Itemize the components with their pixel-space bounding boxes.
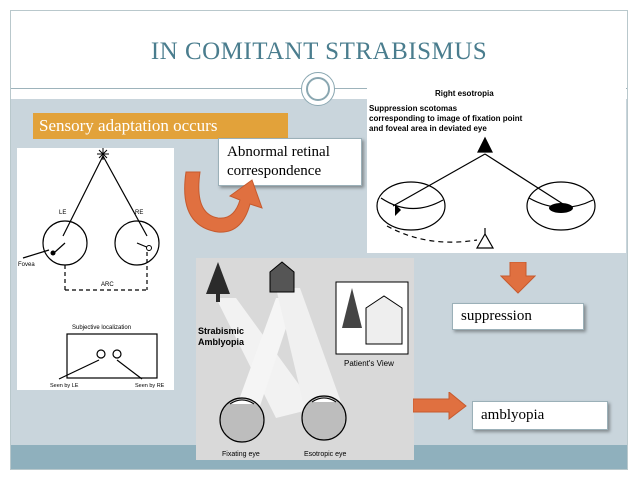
amblyopia-photo-label: Amblyopia: [198, 337, 245, 347]
arc-diagram-panel: LE RE Fovea ARC Subjective localization …: [17, 148, 174, 390]
curved-arrow-icon: [184, 171, 263, 233]
esotropic-eye-label: Esotropic eye: [304, 451, 347, 458]
strabismic-label: Strabismic: [198, 326, 244, 336]
patients-view-label: Patient's View: [344, 359, 394, 368]
scotoma-line-2: corresponding to image of fixation point: [369, 114, 523, 123]
esotropia-diagram-panel: Right esotropia Suppression scotomas cor…: [367, 88, 626, 253]
right-arrow-icon: [413, 392, 467, 420]
abnormal-retinal-correspondence-label: Abnormal retinal correspondence: [218, 138, 362, 186]
arc-label: ARC: [101, 282, 114, 288]
re-label: RE: [135, 210, 143, 216]
amblyopia-photo-panel: Strabismic Amblyopia Patient's View Fixa…: [196, 258, 414, 460]
seen-by-le-label: Seen by LE: [50, 383, 79, 389]
right-esotropia-heading: Right esotropia: [435, 89, 494, 98]
fixating-eye-label: Fixating eye: [222, 451, 260, 458]
seen-by-re-label: Seen by RE: [135, 383, 165, 389]
le-label: LE: [59, 210, 66, 216]
esotropia-diagram: Right esotropia Suppression scotomas cor…: [369, 89, 596, 249]
down-arrow-icon: [500, 262, 536, 294]
fovea-label: Fovea: [18, 262, 35, 268]
subjective-label: Subjective localization: [72, 325, 131, 331]
sensory-adaptation-banner: Sensory adaptation occurs: [33, 113, 288, 139]
scotoma-line-3: and foveal area in deviated eye: [369, 124, 487, 133]
ring-ornament-icon: [301, 72, 335, 106]
scotoma-line-1: Suppression scotomas: [369, 104, 458, 113]
title-area: IN COMITANT STRABISMUS: [10, 10, 628, 96]
arc-diagram: LE RE Fovea ARC Subjective localization …: [18, 148, 165, 389]
suppression-label: suppression: [452, 303, 584, 330]
amblyopia-label: amblyopia: [472, 401, 608, 430]
amblyopia-photo: Strabismic Amblyopia Patient's View Fixa…: [198, 261, 409, 458]
slide-title: IN COMITANT STRABISMUS: [150, 38, 488, 65]
